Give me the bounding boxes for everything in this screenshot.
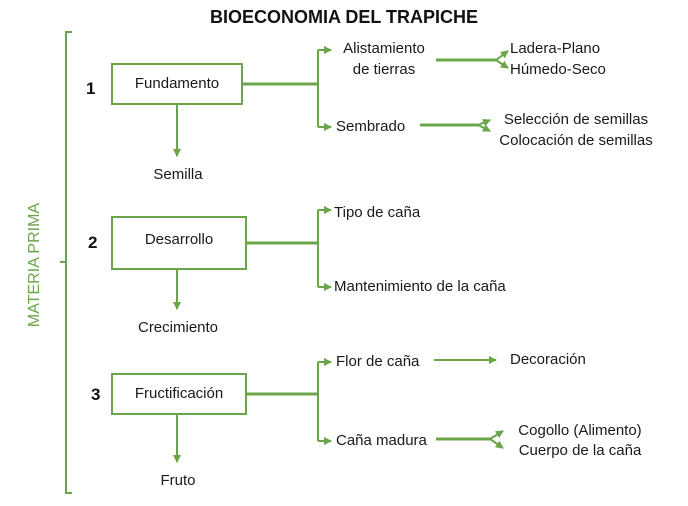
- stage-1-branch-2-label: Sembrado: [336, 118, 406, 135]
- stage-1-branch-1-line-1: Alistamiento: [343, 40, 425, 57]
- seleccion-label: Selección de semillas: [503, 111, 649, 128]
- diagram-title: BIOECONOMIA DEL TRAPICHE: [209, 7, 478, 27]
- stage-3-box-label: Fructificación: [134, 385, 224, 402]
- stage-2-branch-1-label: Tipo de caña: [334, 204, 421, 221]
- decoracion-label: Decoración: [510, 351, 586, 368]
- stage-1-number: 1: [86, 79, 96, 98]
- seleccion-arrow: [477, 119, 491, 127]
- humedo-arrow: [495, 59, 509, 69]
- ladera-arrow: [495, 50, 509, 61]
- stage-2-number: 2: [88, 233, 98, 252]
- stage-3-number: 3: [91, 385, 101, 404]
- humedo-seco-label: Húmedo-Seco: [510, 61, 606, 78]
- cuerpo-label: Cuerpo de la caña: [518, 442, 642, 459]
- cogollo-label: Cogollo (Alimento): [518, 422, 642, 439]
- cuerpo-arrow: [489, 438, 504, 449]
- side-label: MATERIA PRIMA: [26, 202, 43, 328]
- ladera-plano-label: Ladera-Plano: [510, 40, 601, 57]
- stage-3-branch-1-label: Flor de caña: [336, 353, 420, 370]
- stage-3-result: Fruto: [160, 472, 196, 489]
- stage-2-result: Crecimiento: [137, 319, 219, 336]
- stage-1-box-label: Fundamento: [134, 75, 220, 92]
- colocacion-arrow: [477, 124, 491, 132]
- stage-2-box-label: Desarrollo: [144, 231, 214, 248]
- colocacion-label: Colocación de semillas: [499, 132, 653, 149]
- stage-1-result: Semilla: [153, 166, 203, 183]
- materia-prima-bracket: [65, 31, 72, 494]
- stage-2-branch-2-label: Mantenimiento de la caña: [334, 278, 506, 295]
- stage-1-branch-1-line-2: de tierras: [352, 61, 416, 78]
- stage-3-branch-2-label: Caña madura: [336, 432, 427, 449]
- cogollo-arrow: [489, 430, 504, 440]
